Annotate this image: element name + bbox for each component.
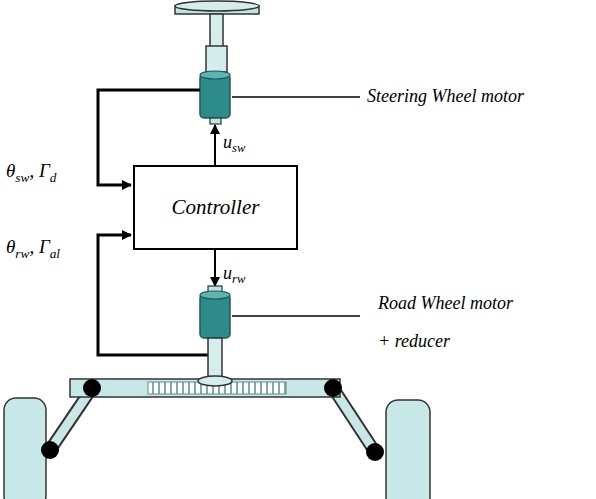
controller-box: Controller <box>133 165 298 250</box>
feedback-line <box>98 235 208 355</box>
part-label: Road Wheel motor + reducer <box>378 284 515 360</box>
signal-label: urw <box>223 263 245 284</box>
part-label: Steering Wheel motor <box>367 86 524 107</box>
leader-line <box>232 315 360 317</box>
box-label: Controller <box>172 195 260 220</box>
steering-rack <box>4 376 430 499</box>
command-arrow <box>214 125 216 165</box>
signal-label: θrw, Γal <box>6 236 60 258</box>
command-arrow <box>214 250 216 286</box>
steering-wheel-motor <box>200 71 230 124</box>
leader-line <box>232 96 360 98</box>
steering-wheel <box>175 1 259 72</box>
signal-label: θsw, Γd <box>6 160 56 182</box>
road-wheel-motor <box>200 286 230 378</box>
signal-label: usw <box>223 132 245 153</box>
